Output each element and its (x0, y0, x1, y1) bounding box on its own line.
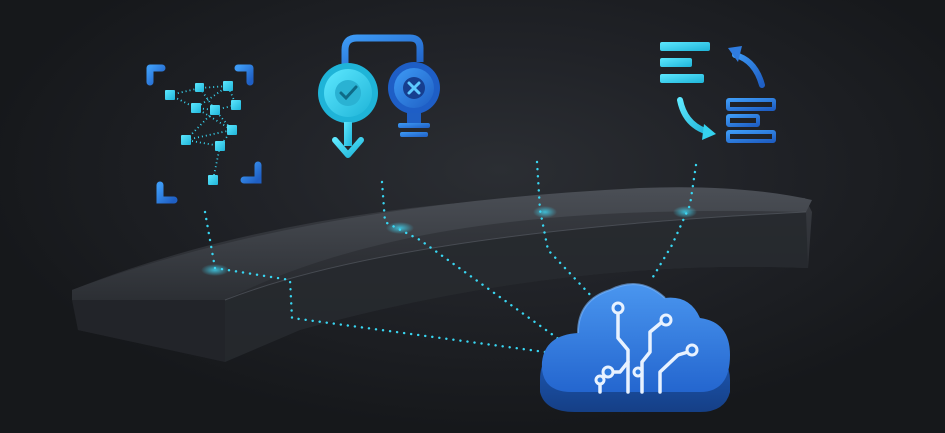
connection-glows (201, 206, 697, 276)
connection-lines (203, 160, 698, 354)
audio-waveform-icon (487, 28, 592, 130)
approve-reject-icon (318, 34, 440, 158)
text-translate-icon (660, 42, 776, 143)
face-tracking-icon (146, 64, 262, 204)
curved-platform (72, 187, 812, 362)
ai-cloud-circuit-icon (540, 283, 730, 412)
